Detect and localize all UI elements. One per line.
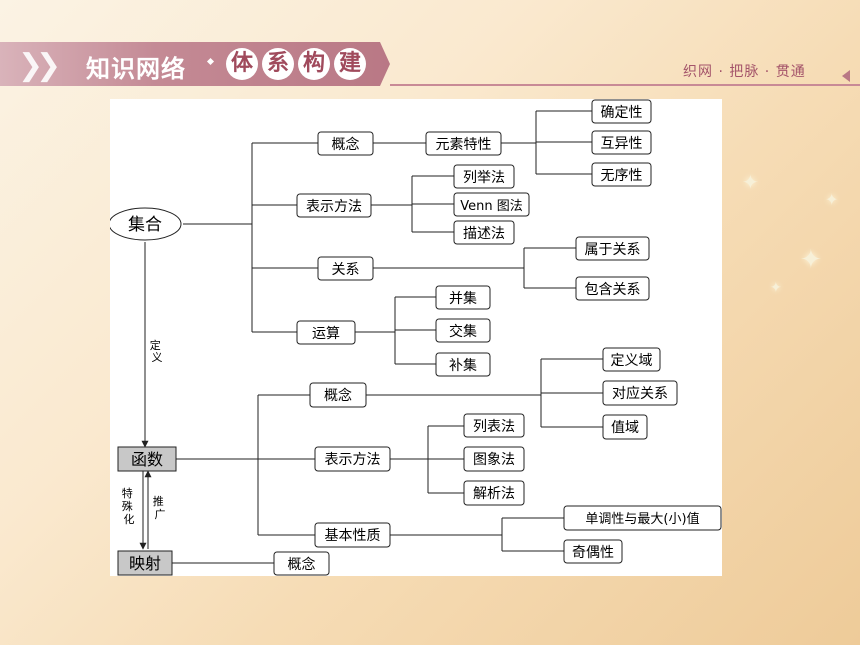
node-op-union: 并集 [435, 285, 491, 310]
edge-label-define-char: 义 [152, 351, 163, 364]
node-set: 集合 [108, 207, 182, 241]
node-prop-definite: 确定性 [591, 99, 652, 124]
triangle-left-icon [842, 70, 850, 82]
node-func-concept: 概念 [309, 382, 367, 408]
node-domain-label: 定义域 [611, 353, 653, 369]
header-badge: 体 [226, 48, 258, 80]
header-subtitle: 织网 · 把脉 · 贯通 [683, 64, 806, 80]
header-title: 知识网络 [86, 55, 186, 83]
node-repr-formula-label: 解析法 [473, 486, 515, 502]
node-prop-unordered-label: 无序性 [601, 168, 643, 184]
node-rel-belong-label: 属于关系 [585, 242, 641, 258]
node-func-props: 基本性质 [314, 522, 391, 548]
node-op-intersect-label: 交集 [449, 323, 477, 340]
node-prop-unordered: 无序性 [591, 162, 652, 187]
node-repr-graph: 图象法 [463, 446, 525, 472]
node-prop-parity: 奇偶性 [563, 539, 623, 564]
node-correspondence: 对应关系 [602, 380, 678, 406]
node-map-concept: 概念 [273, 551, 330, 576]
node-func-repr-label: 表示方法 [325, 452, 381, 468]
node-repr-table-label: 列表法 [473, 419, 515, 435]
sparkle-icon: ✦ [825, 190, 839, 209]
sparkle-icon: ✦ [742, 170, 759, 194]
node-repr-list-label: 列举法 [463, 170, 505, 186]
node-repr-graph-label: 图象法 [473, 452, 515, 468]
node-mapping: 映射 [117, 550, 173, 576]
node-function: 函数 [117, 446, 177, 472]
node-rel-contain: 包含关系 [575, 276, 650, 301]
node-element-props: 元素特性 [425, 131, 502, 156]
node-set-ops: 运算 [296, 320, 356, 345]
concept-map: 集合 概念 元素特性 确定性 互异性 无序性 表示方法 列举法 Venn 图法 … [108, 99, 722, 576]
sparkle-icon: ✦ [800, 245, 822, 275]
edge-label-general: 推 广 [153, 494, 168, 521]
node-func-concept-label: 概念 [324, 387, 352, 404]
node-set-ops-label: 运算 [312, 326, 340, 342]
node-set-repr: 表示方法 [296, 193, 372, 218]
node-repr-venn-label: Venn 图法 [460, 199, 523, 214]
node-prop-parity-label: 奇偶性 [572, 544, 614, 561]
chevron-right-icon: ❯ [36, 48, 62, 83]
concept-map-panel: 集合 概念 元素特性 确定性 互异性 无序性 表示方法 列举法 Venn 图法 … [108, 99, 722, 576]
node-correspondence-label: 对应关系 [612, 385, 668, 402]
edge-label-define: 定 义 [150, 338, 165, 364]
edge-label-special-char: 特 [122, 486, 133, 500]
edge-label-define-char: 定 [150, 338, 161, 352]
node-op-complement: 补集 [435, 352, 491, 377]
node-prop-distinct: 互异性 [591, 130, 652, 155]
node-repr-formula: 解析法 [463, 480, 525, 506]
node-op-complement-label: 补集 [449, 357, 477, 374]
header-badge: 建 [334, 48, 366, 80]
node-prop-monotone: 单调性与最大(小)值 [563, 505, 722, 531]
node-set-relation-label: 关系 [332, 262, 360, 278]
header-separator-dot [206, 57, 215, 66]
section-header: ❯ ❯ 知识网络 体 系 构 建 织网 · 把脉 · 贯通 [0, 42, 860, 86]
node-func-props-label: 基本性质 [325, 527, 381, 544]
node-map-concept-label: 概念 [288, 556, 316, 573]
node-func-repr: 表示方法 [314, 446, 391, 472]
edge-label-special-char: 化 [124, 512, 135, 526]
node-set-relation: 关系 [317, 256, 374, 281]
node-set-concept-label: 概念 [332, 136, 360, 153]
node-repr-table: 列表法 [463, 413, 525, 438]
node-function-label: 函数 [131, 450, 163, 469]
node-rel-contain-label: 包含关系 [585, 282, 641, 298]
node-repr-desc-label: 描述法 [463, 226, 505, 242]
node-repr-venn: Venn 图法 [453, 192, 530, 217]
node-set-repr-label: 表示方法 [306, 199, 362, 215]
node-prop-monotone-label: 单调性与最大(小)值 [585, 511, 699, 527]
node-rel-belong: 属于关系 [575, 236, 650, 261]
edge-label-special: 特 殊 化 [122, 486, 137, 526]
node-op-union-label: 并集 [449, 290, 477, 307]
node-op-intersect: 交集 [435, 318, 491, 343]
node-set-concept: 概念 [317, 131, 374, 156]
edge-label-special-char: 殊 [122, 499, 133, 513]
node-element-props-label: 元素特性 [436, 137, 492, 153]
sparkle-icon: ✦ [770, 280, 782, 296]
node-repr-list: 列举法 [453, 164, 515, 189]
edge-label-general-char: 推 [153, 494, 164, 508]
header-banner: ❯ ❯ 知识网络 体 系 构 建 [0, 42, 390, 86]
node-range-label: 值域 [611, 420, 639, 436]
chevron-right-icon: ❯ [18, 48, 44, 83]
header-underline [390, 84, 860, 86]
node-repr-desc: 描述法 [453, 220, 515, 245]
edge-label-general-char: 广 [155, 508, 166, 521]
node-prop-distinct-label: 互异性 [601, 136, 643, 152]
node-mapping-label: 映射 [129, 554, 161, 573]
node-prop-definite-label: 确定性 [601, 105, 643, 121]
header-badge: 构 [298, 48, 330, 80]
node-set-label: 集合 [128, 215, 162, 235]
node-domain: 定义域 [602, 347, 661, 372]
node-range: 值域 [602, 414, 648, 440]
header-badge: 系 [262, 48, 294, 80]
